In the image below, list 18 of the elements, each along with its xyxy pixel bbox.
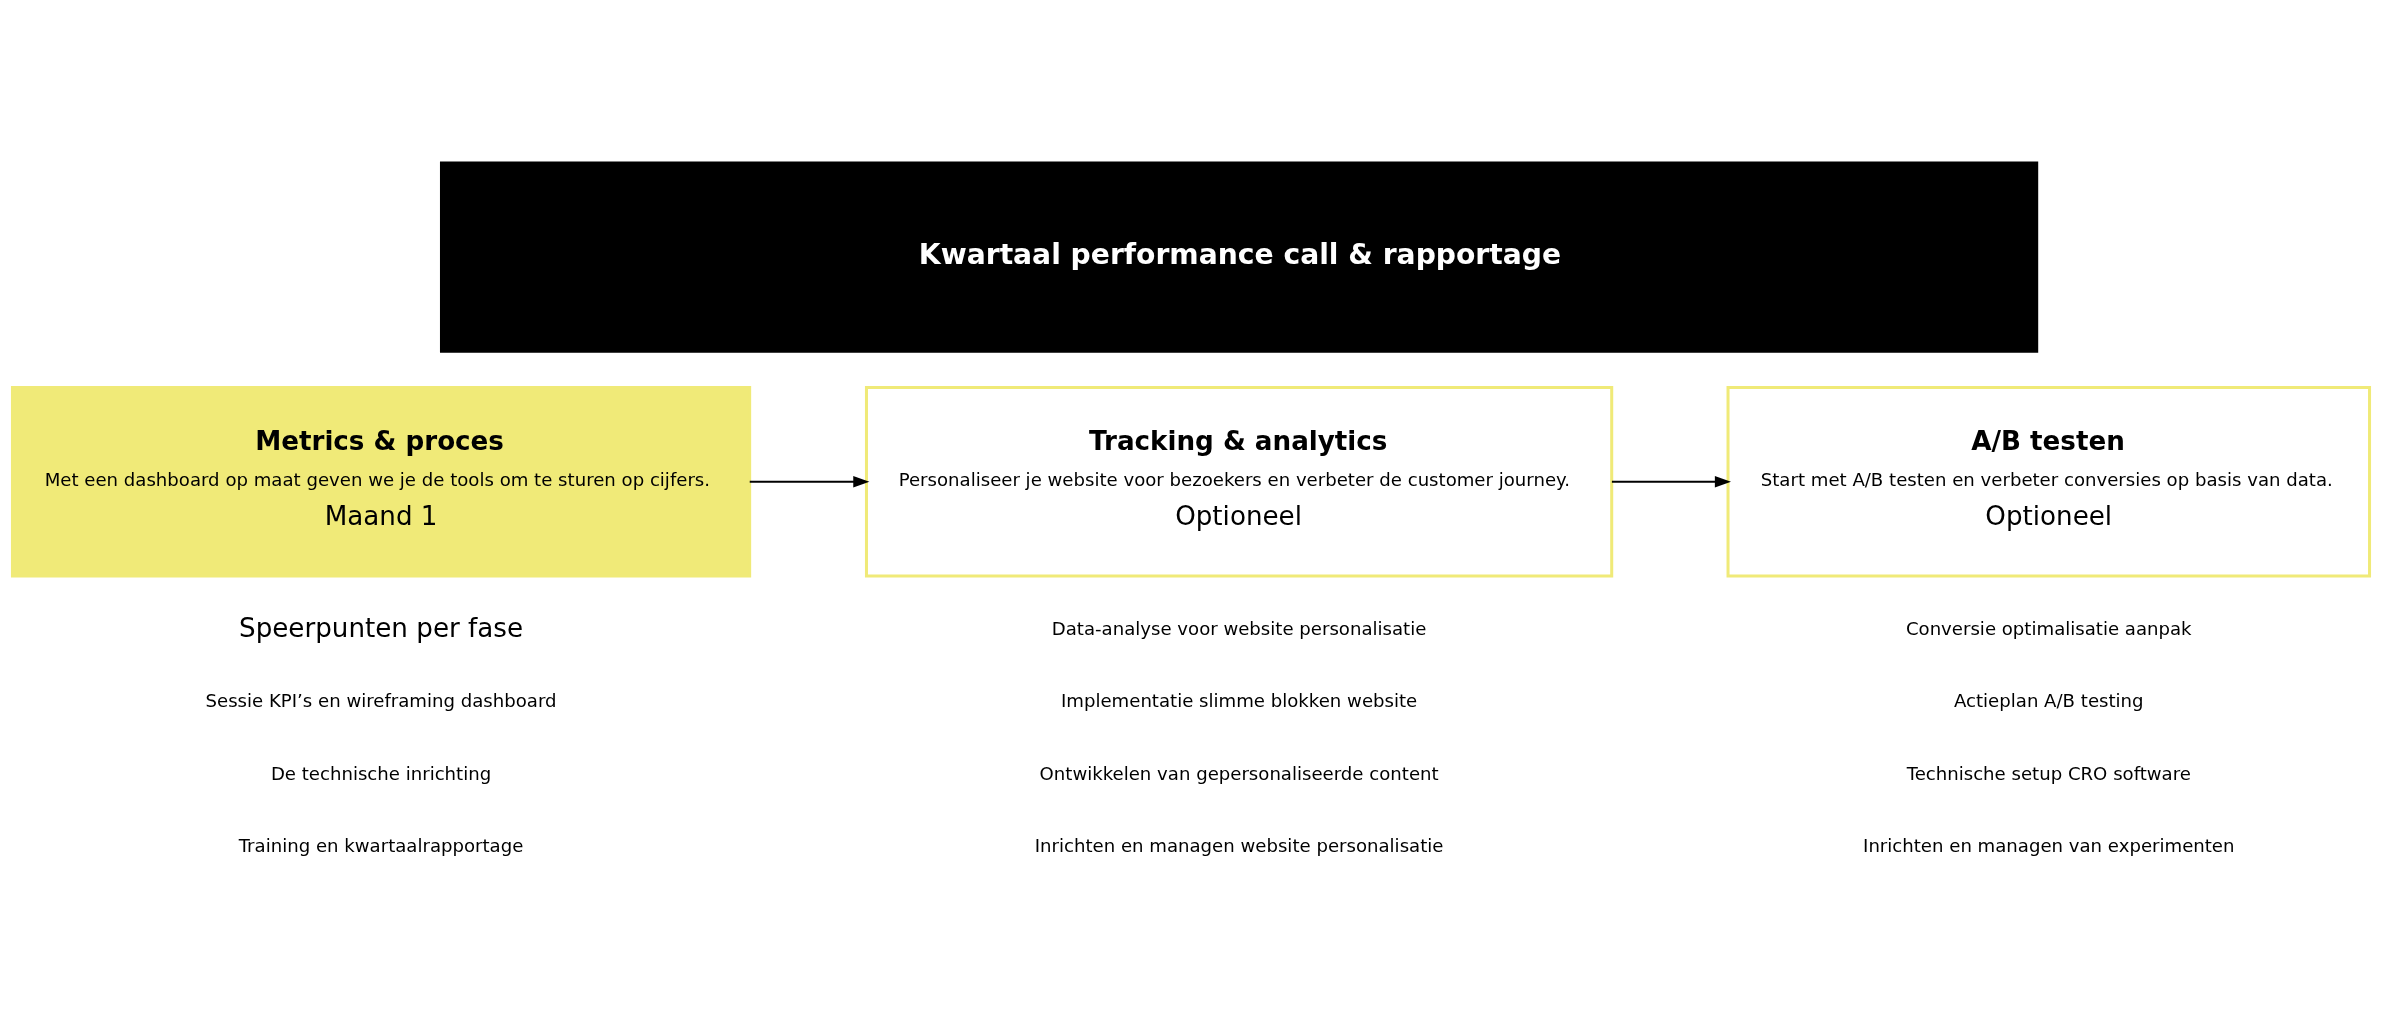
label: Data-analyse voor website personalisatie <box>1051 617 1427 639</box>
label: Inrichten en managen van experimenten <box>1863 834 2235 856</box>
node-box: Metrics & proces Met een dashboard op maat geven we je de tools om te sturen op cijfers. Maand 1 <box>10 385 752 577</box>
label: Inrichten en managen website personalisatie <box>1034 834 1444 856</box>
label: Ontwikkelen van gepersonaliseerde content <box>1039 762 1439 784</box>
node-box: A/B testen Start met A/B testen en verbeter conversies op basis van data. Optioneel <box>1726 385 2372 577</box>
node-box: Kwartaal performance call & rapportage <box>439 161 2039 353</box>
arrow <box>749 475 870 487</box>
label: Speerpunten per fase <box>239 612 524 643</box>
label: Conversie optimalisatie aanpak <box>1905 617 2192 639</box>
label: Implementatie slimme blokken website <box>1060 689 1418 711</box>
label: Actieplan A/B testing <box>1953 689 2144 711</box>
label: Training en kwartaalrapportage <box>238 834 524 856</box>
label: Sessie KPI’s en wireframing dashboard <box>205 689 557 711</box>
label: De technische inrichting <box>270 762 492 784</box>
node-box: Tracking & analytics Personaliseer je website voor bezoekers en verbeter de customer journey. Optioneel <box>864 385 1614 577</box>
label: Technische setup CRO software <box>1906 762 2191 784</box>
arrow <box>1611 475 1731 487</box>
